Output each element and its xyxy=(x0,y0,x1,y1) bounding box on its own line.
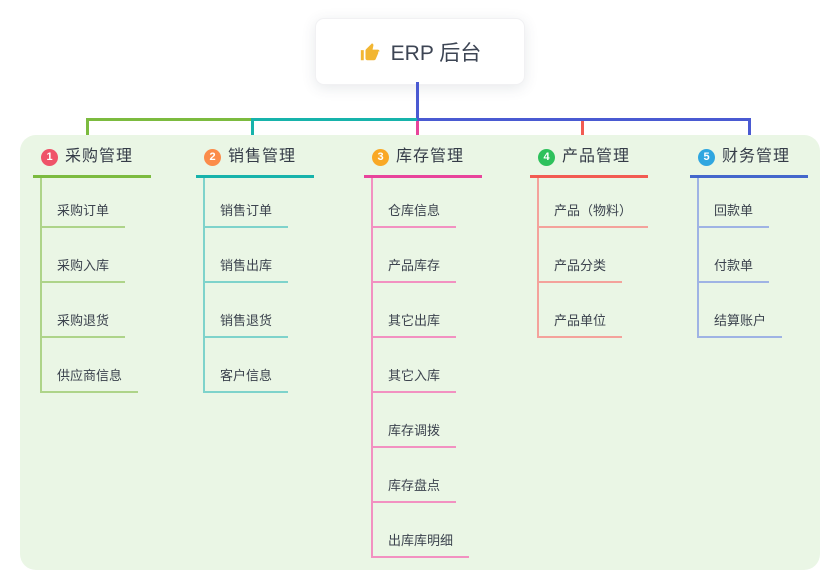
branch-title-5[interactable]: 5 财务管理 xyxy=(690,146,808,178)
branch-number-badge: 4 xyxy=(538,148,555,166)
branch-1: 1 采购管理采购订单采购入库采购退货供应商信息 xyxy=(33,146,193,393)
branch-3: 3 库存管理仓库信息产品库存其它出库其它入库库存调拨库存盘点出库库明细 xyxy=(364,146,524,558)
branch-children: 回款单付款单结算账户 xyxy=(697,178,839,338)
leaf-node[interactable]: 销售出库 xyxy=(205,228,289,283)
leaf-node[interactable]: 库存盘点 xyxy=(373,448,457,503)
leaf-node[interactable]: 供应商信息 xyxy=(42,338,139,393)
branch-title-label: 库存管理 xyxy=(396,148,465,165)
branch-2: 2 销售管理销售订单销售出库销售退货客户信息 xyxy=(196,146,356,393)
leaf-node[interactable]: 付款单 xyxy=(699,228,770,283)
branch-number-badge: 2 xyxy=(204,148,221,166)
leaf-node[interactable]: 仓库信息 xyxy=(373,178,457,228)
leaf-node[interactable]: 采购退货 xyxy=(42,283,126,338)
branch-children: 产品（物料）产品分类产品单位 xyxy=(537,178,690,338)
bus-segment-3 xyxy=(417,118,751,121)
branch-children: 采购订单采购入库采购退货供应商信息 xyxy=(40,178,193,393)
leaf-node[interactable]: 回款单 xyxy=(699,178,770,228)
bus-segment-1 xyxy=(86,118,254,121)
bus-segment-2 xyxy=(251,118,417,121)
riser-branch-5 xyxy=(748,118,751,144)
branch-title-3[interactable]: 3 库存管理 xyxy=(364,146,482,178)
leaf-node[interactable]: 销售订单 xyxy=(205,178,289,228)
riser-branch-2 xyxy=(251,118,254,145)
leaf-node[interactable]: 结算账户 xyxy=(699,283,783,338)
leaf-node[interactable]: 采购订单 xyxy=(42,178,126,228)
branch-title-label: 产品管理 xyxy=(562,148,631,165)
branch-title-1[interactable]: 1 采购管理 xyxy=(33,146,151,178)
root-label: ERP 后台 xyxy=(390,41,482,65)
root-node[interactable]: ERP 后台 xyxy=(315,18,525,85)
leaf-node[interactable]: 产品单位 xyxy=(539,283,623,338)
branch-number-badge: 5 xyxy=(698,148,715,166)
leaf-node[interactable]: 其它出库 xyxy=(373,283,457,338)
branch-children: 仓库信息产品库存其它出库其它入库库存调拨库存盘点出库库明细 xyxy=(371,178,524,558)
leaf-node[interactable]: 出库库明细 xyxy=(373,503,470,558)
branch-4: 4 产品管理产品（物料）产品分类产品单位 xyxy=(530,146,690,338)
leaf-node[interactable]: 其它入库 xyxy=(373,338,457,393)
leaf-node[interactable]: 产品分类 xyxy=(539,228,623,283)
branch-title-label: 销售管理 xyxy=(228,148,297,165)
branch-children: 销售订单销售出库销售退货客户信息 xyxy=(203,178,356,393)
branch-title-label: 财务管理 xyxy=(722,148,791,165)
riser-branch-3 xyxy=(416,121,419,142)
leaf-node[interactable]: 客户信息 xyxy=(205,338,289,393)
leaf-node[interactable]: 产品（物料） xyxy=(539,178,649,228)
leaf-node[interactable]: 销售退货 xyxy=(205,283,289,338)
branch-title-4[interactable]: 4 产品管理 xyxy=(530,146,648,178)
branches-panel xyxy=(20,135,820,570)
trunk-line xyxy=(416,82,419,121)
riser-branch-4 xyxy=(581,121,584,141)
branch-number-badge: 1 xyxy=(41,148,58,166)
thumbs-up-icon xyxy=(360,42,380,60)
branch-title-2[interactable]: 2 销售管理 xyxy=(196,146,314,178)
branch-number-badge: 3 xyxy=(372,148,389,166)
leaf-node[interactable]: 采购入库 xyxy=(42,228,126,283)
leaf-node[interactable]: 产品库存 xyxy=(373,228,457,283)
leaf-node[interactable]: 库存调拨 xyxy=(373,393,457,448)
branch-5: 5 财务管理回款单付款单结算账户 xyxy=(690,146,839,338)
riser-branch-1 xyxy=(86,118,89,145)
branch-title-label: 采购管理 xyxy=(65,148,134,165)
